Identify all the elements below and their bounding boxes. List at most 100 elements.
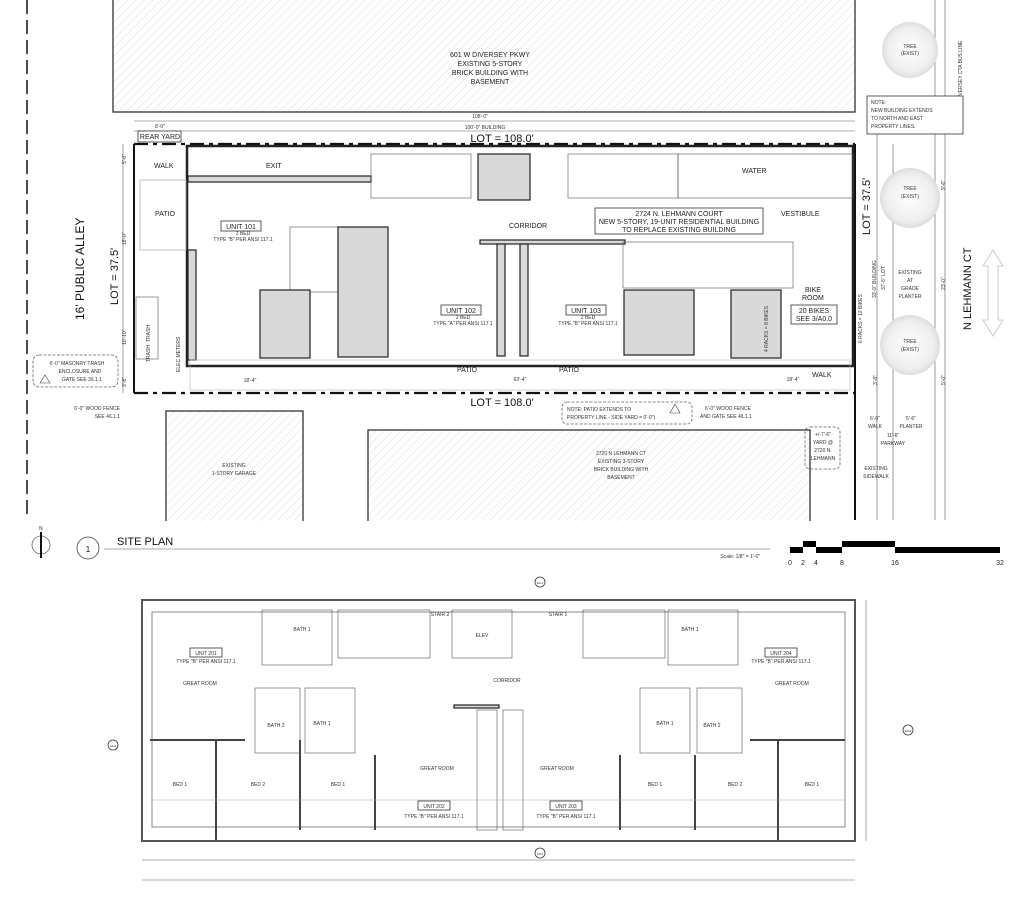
label-line: BASEMENT [607, 475, 635, 481]
room-label: GREAT ROOM [183, 681, 217, 687]
room-label-corridor: CORRIDOR [509, 223, 547, 230]
drawing-title: SITE PLAN [117, 536, 173, 548]
planter-label: GRADE [901, 286, 919, 292]
room-label-trash: TRASH [146, 345, 152, 362]
note-line: SEE 4/L1.1 [95, 414, 121, 420]
bath-2 [254, 687, 301, 754]
room-label: BATH 1 [656, 721, 673, 727]
unit-name: UNIT 101 [226, 224, 256, 231]
wall [623, 289, 695, 356]
sheet-gap [0, 521, 1024, 531]
room-label: GREAT ROOM [420, 766, 454, 772]
note-line: 6'-0" WOOD FENCE [74, 406, 120, 412]
tree-label: (EXIST) [901, 347, 919, 353]
floor-2-plan: UNIT 201 TYPE "B" PER ANSI 117.1 UNIT 20… [107, 576, 914, 881]
note-patio: NOTE: PATIO EXTENDS TO PROPERTY LINE - S… [561, 401, 693, 425]
stair-2 [337, 609, 431, 659]
room-label-elec-meters: ELEC METERS [176, 336, 182, 372]
unit-tag-101: UNIT 101 2 BED TYPE "B" PER ANSI 117.1 [213, 220, 273, 243]
room-label-walk: WALK [812, 372, 832, 379]
site-plan-room-labels: WALK EXIT PATIO WATER CORRIDOR VESTIBULE… [146, 163, 832, 379]
planter-label: AT [907, 278, 913, 284]
alley-label: 16' PUBLIC ALLEY [73, 218, 87, 320]
tree-label: TREE [903, 186, 917, 192]
note-line: AND GATE SEE 4/L1.1 [700, 414, 752, 420]
left-dimensions: 5'-0" 18'-0" 10'-10" 3'-8" LOT = 37.5' [109, 144, 128, 393]
racks-8-bikes: 4 RACKS = 8 BIKES [764, 305, 770, 352]
building-outline [185, 144, 855, 368]
label-line: 2720 N LEHMANN CT [596, 451, 646, 457]
bath-1 [639, 687, 691, 754]
room-label: BATH 2 [703, 723, 720, 729]
dim: 37'-6" LOT [881, 266, 887, 290]
tree-label: (EXIST) [901, 194, 919, 200]
room-label-patio: PATIO [559, 367, 580, 374]
wall [259, 289, 311, 359]
note-line: NEW 5-STORY, 19-UNIT RESIDENTIAL BUILDIN… [599, 219, 759, 226]
room-label: BATH 2 [267, 723, 284, 729]
note-line: PROPERTY LINES. [871, 124, 916, 130]
dim-patio-left: 18'-4" [244, 378, 257, 384]
corridor-wall [453, 704, 500, 709]
dim: 6'-0" [870, 416, 880, 422]
site-plan: 16' PUBLIC ALLEY 601 W DIVERSEY PKWY EXI… [26, 0, 1004, 527]
label-line: 601 W DIVERSEY PKWY [450, 52, 530, 59]
note-line: GATE SEE 3/L1.1 [62, 377, 102, 383]
label: SIDEWALK [863, 474, 889, 480]
dim: 3'-8" [122, 377, 128, 387]
dim: 23'-0" [941, 277, 947, 290]
room-label: BED 1 [173, 782, 188, 788]
dim: 5'-6" [906, 416, 916, 422]
wall [187, 175, 372, 183]
dim-patio-right: 18'-4" [787, 377, 800, 383]
elevator [451, 609, 513, 659]
unit-name: UNIT 103 [571, 308, 601, 315]
room-label: GREAT ROOM [775, 681, 809, 687]
garage-label: EXISTING [222, 463, 245, 469]
room-label-bike: ROOM [802, 295, 824, 302]
label: PLANTER [899, 424, 922, 430]
label: WALK [868, 424, 883, 430]
water-room [677, 153, 854, 199]
room-label-water: WATER [742, 168, 767, 175]
dim-patio-mid: 63'-4" [514, 377, 527, 383]
label-line: EXISTING 5-STORY [458, 61, 523, 68]
note-line: SEE 3/A0.0 [796, 316, 832, 323]
note-line: NOTE: [871, 100, 886, 106]
note-line: PROPERTY LINE - SIDE YARD = 0'-0") [567, 415, 655, 421]
note-line: 20 BIKES [799, 308, 830, 315]
north-label: N [39, 526, 43, 532]
floor-2-room-labels: GREAT ROOM GREAT ROOM GREAT ROOM GREAT R… [173, 612, 820, 788]
note-fence-right: 6'-0" WOOD FENCE AND GATE SEE 4/L1.1 [700, 406, 752, 420]
unit-tag-103: UNIT 103 2 BED TYPE "B" PER ANSI 117.1 [558, 304, 618, 327]
site-plan-walls [135, 153, 854, 391]
unit-type: TYPE "B" PER ANSI 117.1 [558, 321, 618, 327]
revision-triangle-icon [669, 403, 681, 414]
label-line: BRICK BUILDING WITH [452, 70, 528, 77]
right-dimensions: LOT = 37.5' 33'-9" BUILDING 37'-6" LOT 9… [861, 0, 964, 520]
room-label-bike: BIKE [805, 287, 821, 294]
room-label-vestibule: VESTIBULE [781, 211, 820, 218]
note-fence-left: 6'-0" WOOD FENCE SEE 4/L1.1 [74, 406, 120, 420]
project-note: 2724 N. LEHMANN COURT NEW 5-STORY, 19-UN… [594, 207, 764, 235]
section-marker-icon [534, 847, 546, 859]
neighbor-south-label: 2720 N LEHMANN CT EXISTING 3-STORY BRICK… [594, 451, 649, 481]
note-line: TO REPLACE EXISTING BUILDING [622, 227, 736, 234]
dim: 18'-0" [122, 232, 128, 245]
room-label-patio: PATIO [155, 211, 176, 218]
room-label-exit: EXIT [266, 163, 282, 170]
unit-type: TYPE "B" PER ANSI 117.1 [536, 814, 596, 820]
unit-type: TYPE "B" PER ANSI 117.1 [404, 814, 464, 820]
section-mark-label: A3.2 [110, 744, 117, 748]
dim: 3'-8" [873, 375, 879, 385]
trash-enclosure [135, 296, 159, 360]
planter-label: EXISTING [898, 270, 921, 276]
note-line: NOTE: PATIO EXTENDS TO [567, 407, 631, 413]
bath-1 [667, 609, 739, 666]
unit-name: UNIT 203 [555, 804, 577, 810]
dim-building: 100'-0" BUILDING [465, 125, 506, 131]
unit-type: TYPE "B" PER ANSI 117.1 [213, 237, 273, 243]
dim: 5'-0" [941, 375, 947, 385]
room-label: BATH 1 [313, 721, 330, 727]
bath-1 [304, 687, 356, 754]
